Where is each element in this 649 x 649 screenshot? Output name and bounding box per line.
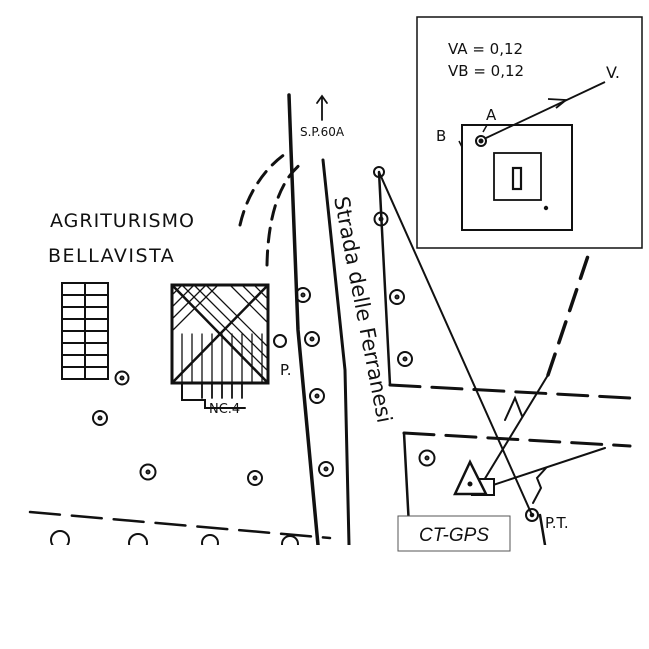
agriturismo-title-line1: AGRITURISMO (50, 210, 195, 232)
road-right-edge (321, 158, 351, 545)
small-arrow (532, 467, 547, 504)
tree-symbols (50, 211, 436, 545)
point-p-marker (273, 334, 287, 348)
plot-boundary (388, 383, 632, 400)
sight-line (477, 447, 606, 491)
house-number-label: NC.4 (209, 402, 240, 417)
vertical-line (538, 513, 547, 545)
inset-v-label: V. (606, 63, 620, 82)
inset-b-label: B (436, 127, 446, 145)
dashed-boundary (28, 510, 332, 540)
road-ref-label: S.P.60A (300, 125, 345, 139)
gps-label-box: CT-GPS (397, 515, 511, 552)
gps-station-icon (453, 459, 495, 496)
sight-line (378, 171, 533, 516)
inset-a-label: A (486, 106, 497, 124)
sight-line-dashed (546, 248, 592, 377)
plot-boundary (377, 170, 392, 387)
point-marker (373, 166, 385, 178)
point-pt-label: P.T. (545, 514, 569, 532)
agriturismo-title-line2: BELLAVISTA (48, 245, 175, 267)
inset-vb-label: VB = 0,12 (448, 62, 524, 80)
house-nc4 (170, 283, 270, 409)
point-p-label: P. (280, 361, 291, 379)
sight-line (477, 374, 549, 491)
north-arrow-icon (316, 94, 328, 121)
point-pt-marker (525, 508, 539, 522)
plot-boundary (402, 431, 632, 448)
road-left-edge (287, 93, 320, 545)
inset-va-label: VA = 0,12 (448, 40, 523, 58)
dashed-track (238, 150, 290, 227)
direction-arrow (504, 395, 523, 421)
gps-label: CT-GPS (419, 525, 489, 546)
inset-detail: VA = 0,12 VB = 0,12 V. A B (416, 16, 643, 249)
building-agriturismo (61, 282, 109, 380)
dashed-track (265, 161, 304, 267)
